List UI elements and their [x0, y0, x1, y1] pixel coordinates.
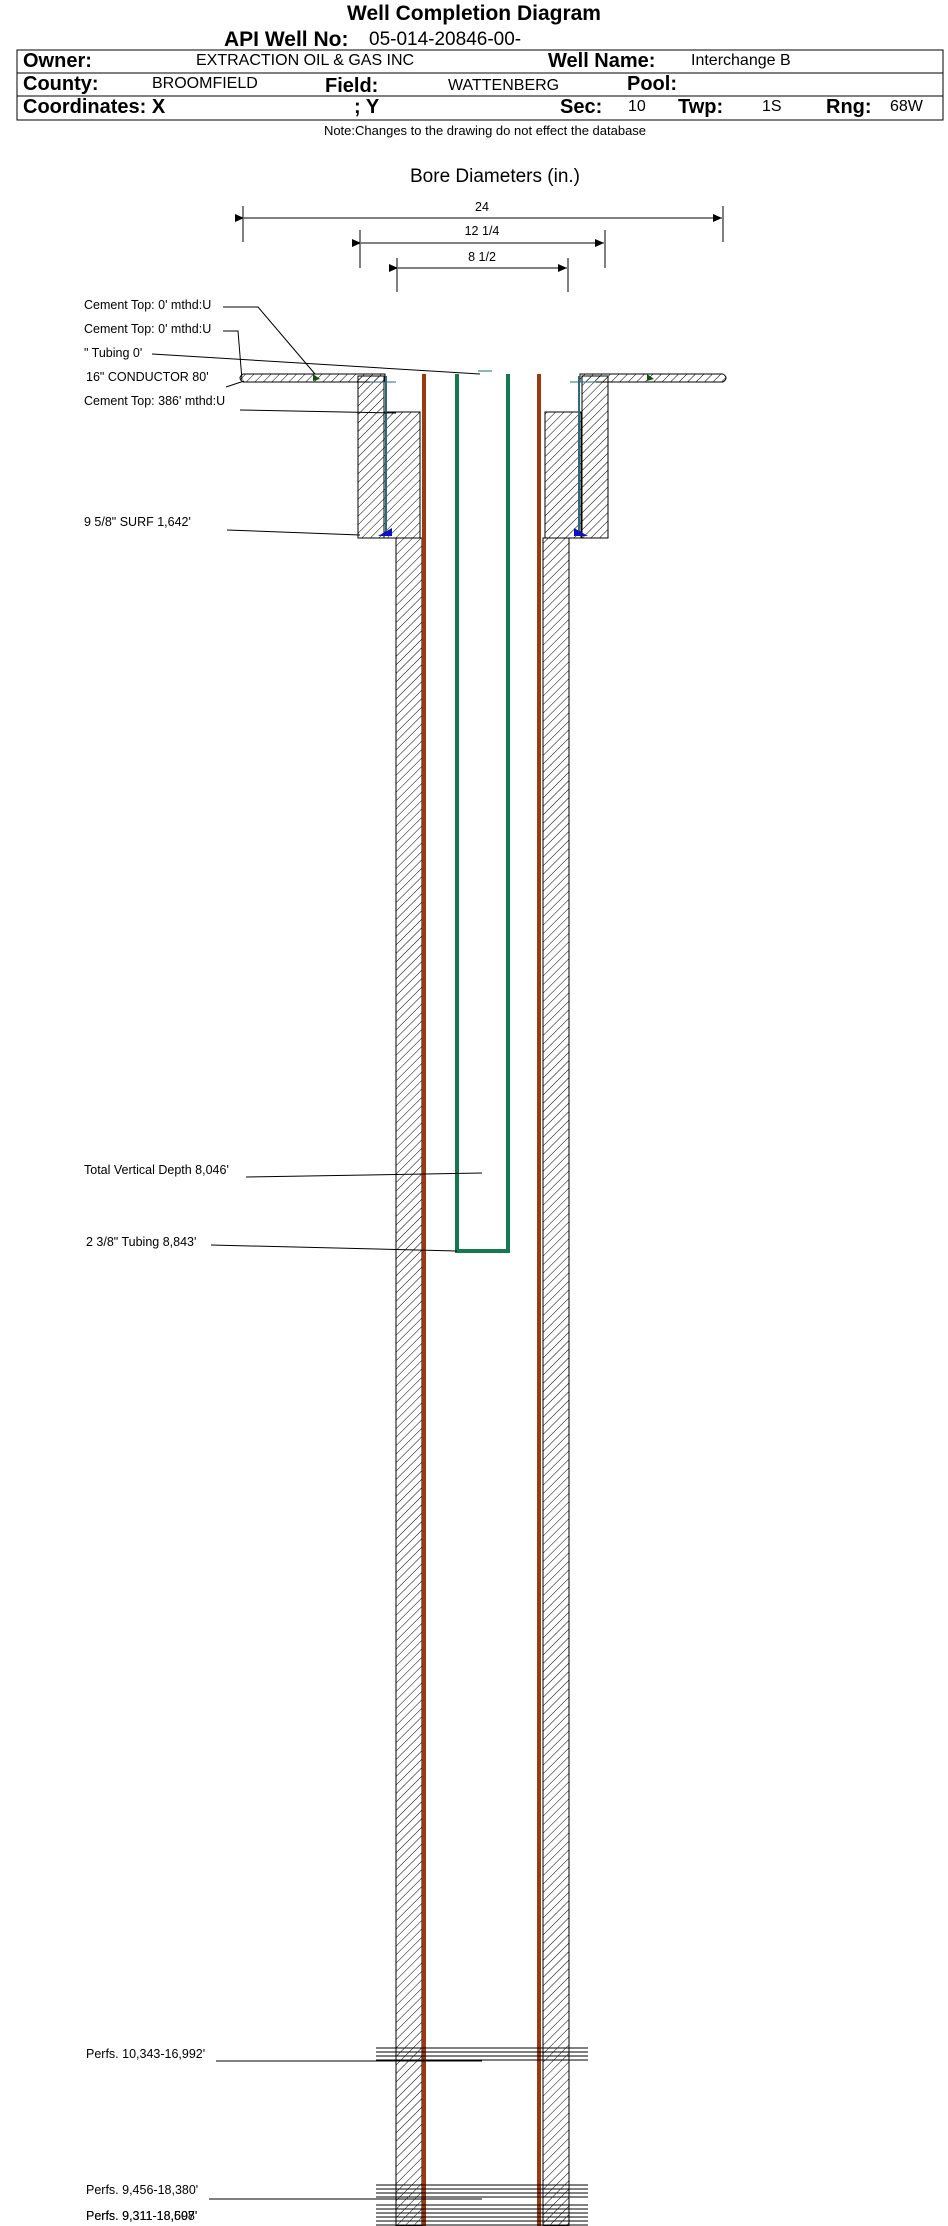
sec-value: 10	[628, 98, 646, 115]
label-perfs-4: Perfs. 9,311-18,607'	[86, 2209, 197, 2223]
label-total-vertical-depth: Total Vertical Depth 8,046'	[84, 1163, 229, 1177]
diameter-24: 24	[475, 200, 489, 214]
api-value: 05-014-20846-00-	[369, 29, 522, 50]
county-label: County:	[23, 73, 99, 95]
twp-label: Twp:	[678, 96, 724, 118]
label-cement-top-1: Cement Top: 0' mthd:U	[84, 298, 211, 312]
database-note: Note:Changes to the drawing do not effec…	[323, 123, 647, 138]
perforations	[376, 2047, 588, 2226]
api-value-wrap: 05-014-20846-00-	[369, 29, 521, 51]
diagram-labels: Cement Top: 0' mthd:U Cement Top: 0' mth…	[84, 298, 229, 2223]
label-perfs-3: Perfs. 9,311-18,598'	[86, 2209, 197, 2223]
bore-diameters-title: Bore Diameters (in.)	[410, 166, 580, 187]
label-conductor: 16" CONDUCTOR 80'	[86, 370, 209, 384]
coords-x-label: Coordinates: X	[23, 96, 166, 118]
label-tubing-8843: 2 3/8" Tubing 8,843'	[86, 1235, 196, 1249]
surface-cement	[357, 375, 609, 539]
county-value: BROOMFIELD	[152, 75, 258, 92]
production-casing	[422, 374, 541, 2226]
api-label: API Well No:	[224, 28, 349, 51]
well-name-value: Interchange B	[691, 52, 791, 69]
surface-casing	[370, 376, 596, 536]
label-cement-top-386: Cement Top: 386' mthd:U	[84, 394, 225, 408]
api-well-no: API Well No:	[224, 28, 348, 52]
owner-label: Owner:	[23, 50, 92, 72]
owner-value: EXTRACTION OIL & GAS INC	[196, 52, 415, 69]
tubing-string	[455, 374, 510, 1253]
pool-label: Pool:	[627, 73, 677, 95]
diameter-8-1-2: 8 1/2	[468, 250, 496, 264]
coords-y-label: ; Y	[354, 96, 380, 118]
leader-lines	[151, 306, 483, 2200]
well-name-label: Well Name:	[548, 50, 656, 72]
sec-label: Sec:	[560, 96, 603, 118]
conductor-flange	[239, 373, 727, 383]
diagram-title: Well Completion Diagram	[347, 2, 601, 25]
production-cement	[395, 537, 570, 2226]
label-tubing-0: " Tubing 0'	[84, 346, 142, 360]
label-cement-top-2: Cement Top: 0' mthd:U	[84, 322, 211, 336]
dimension-lines: 24 12 1/4 8 1/2	[235, 200, 724, 292]
field-value: WATTENBERG	[448, 77, 560, 94]
rng-label: Rng:	[826, 96, 872, 118]
label-perfs-1: Perfs. 10,343-16,992'	[86, 2047, 205, 2061]
diameter-12-1-4: 12 1/4	[465, 224, 500, 238]
field-label: Field:	[325, 75, 379, 97]
twp-value: 1S	[762, 98, 782, 115]
rng-value: 68W	[890, 98, 923, 115]
label-perfs-2: Perfs. 9,456-18,380'	[86, 2183, 198, 2197]
label-surface-casing: 9 5/8" SURF 1,642'	[84, 515, 191, 529]
